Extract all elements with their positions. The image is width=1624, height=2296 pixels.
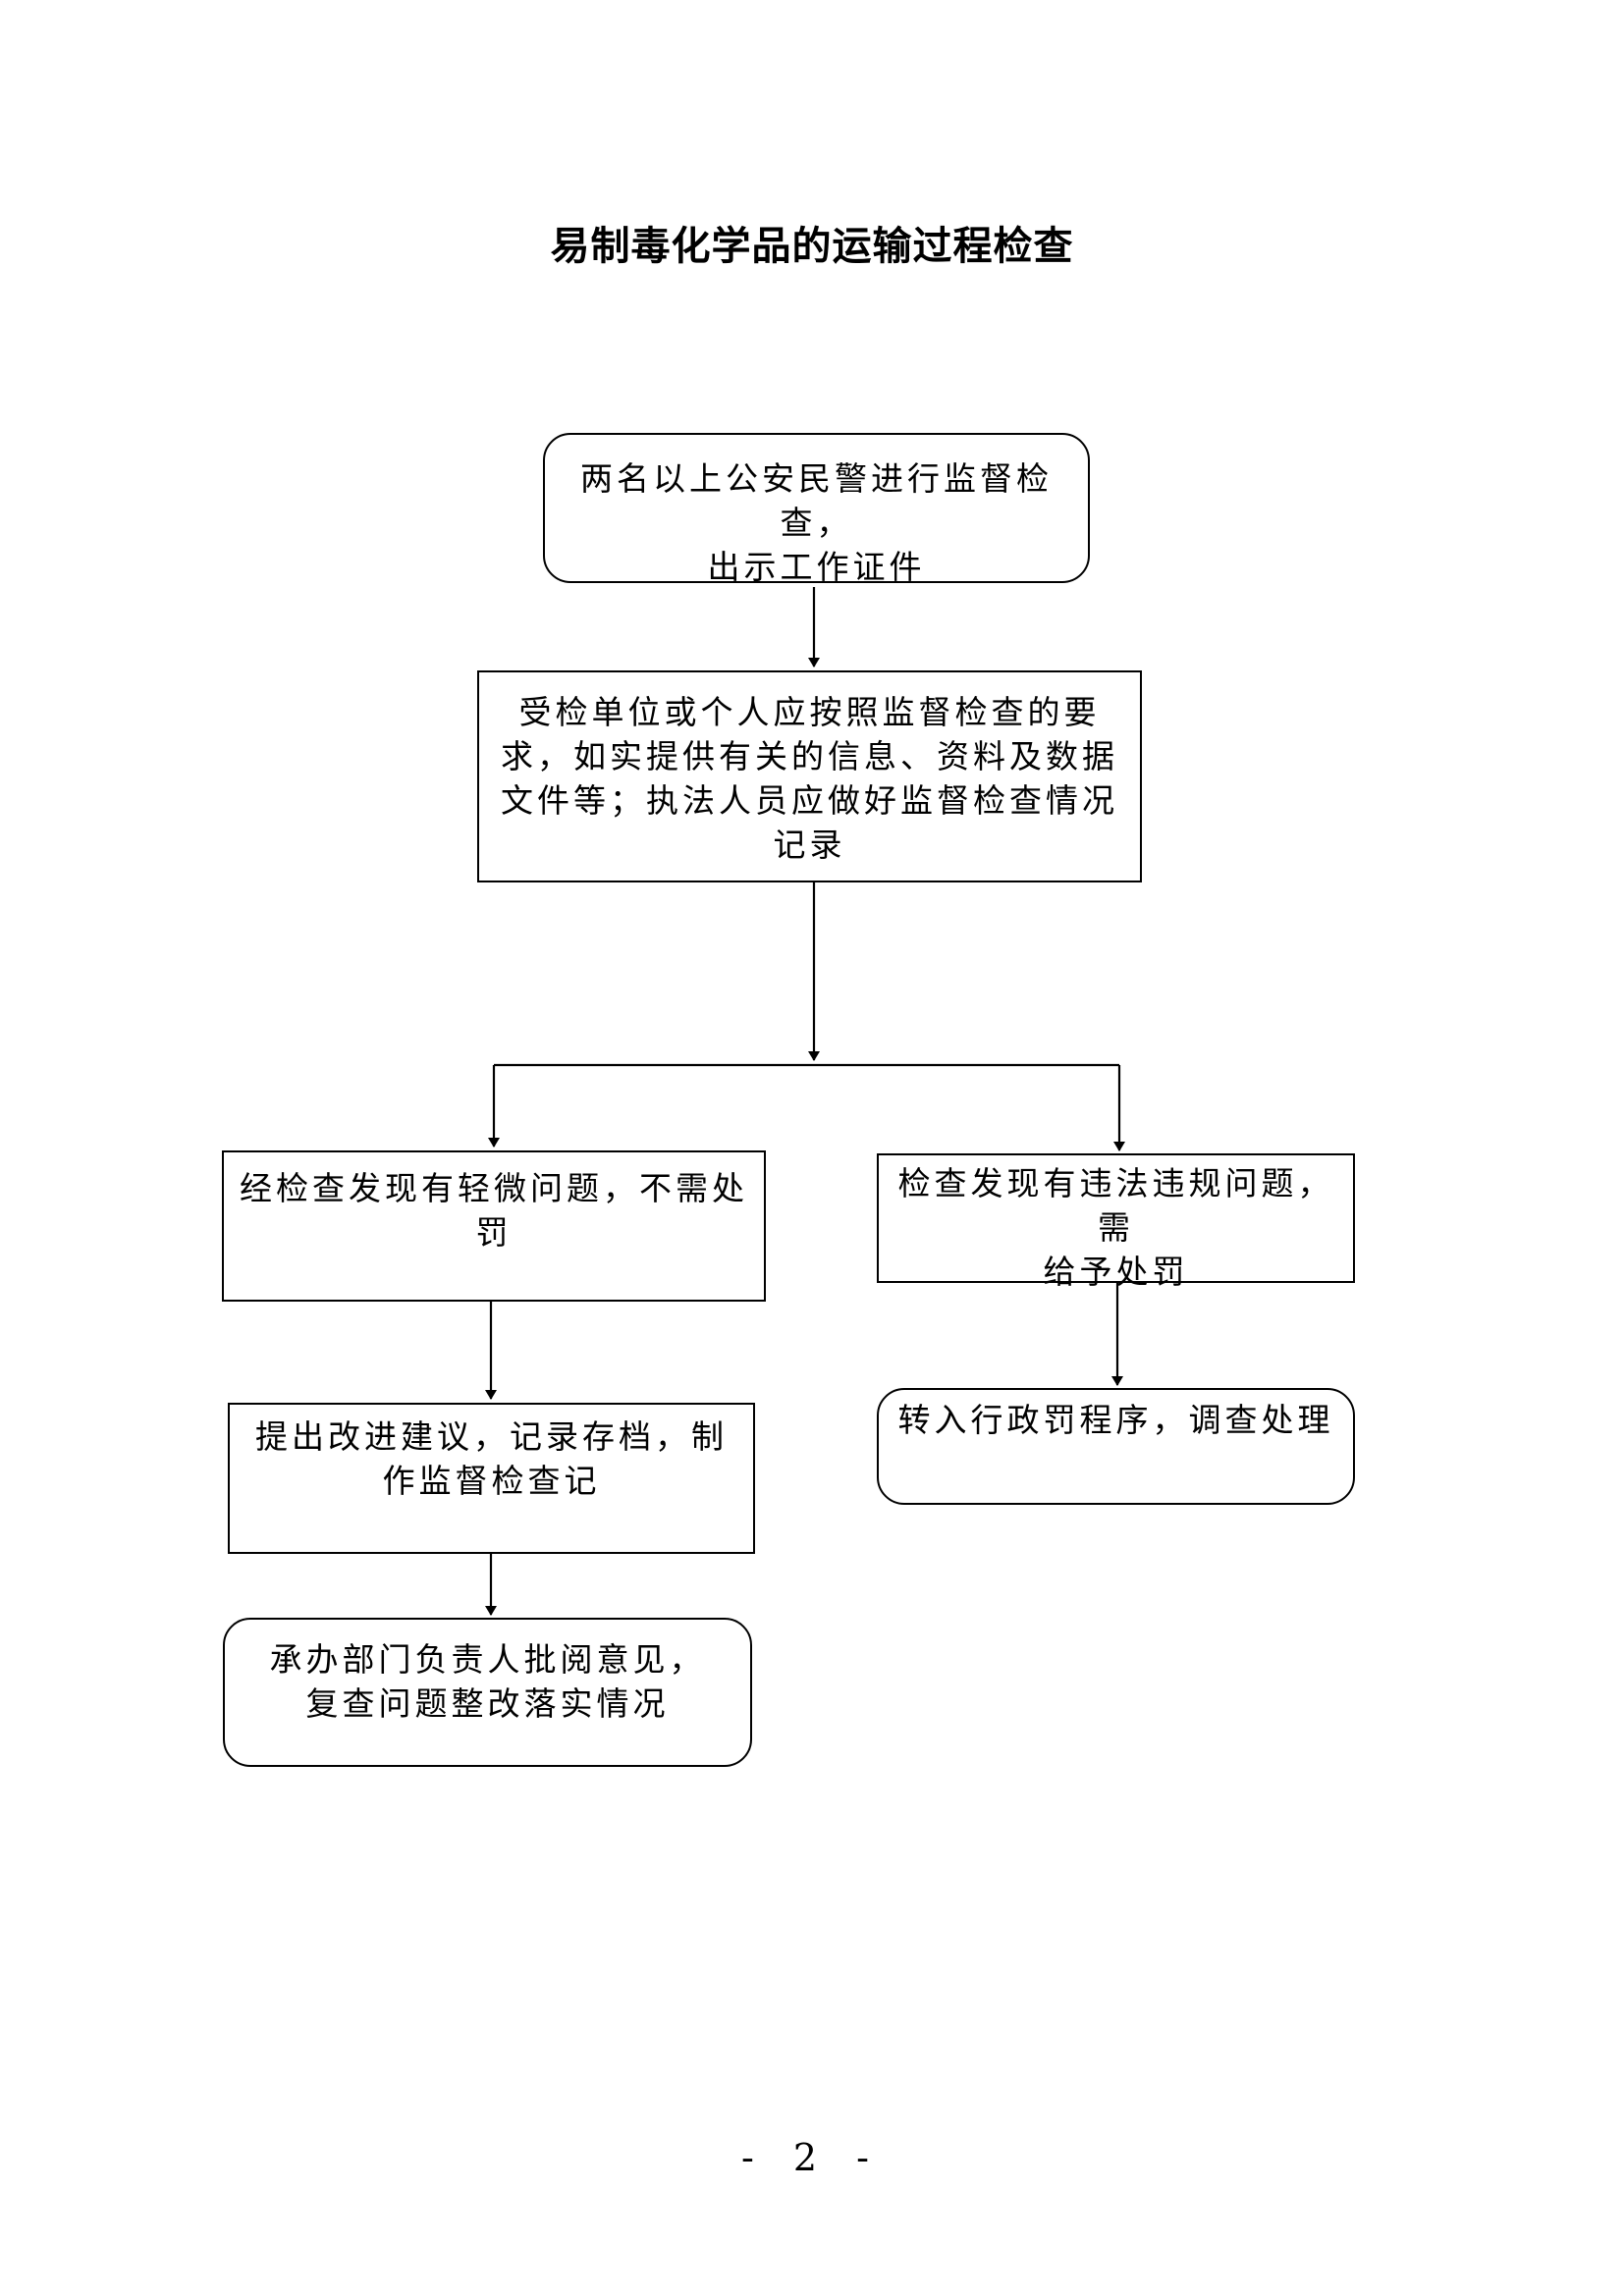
improve-node: 提出改进建议，记录存档，制作监督检查记: [228, 1403, 755, 1554]
page-number: - 2 -: [740, 2136, 883, 2179]
page-title: 易制毒化学品的运输过程检查: [550, 223, 1074, 269]
violation-node: 检查发现有违法违规问题，需 给予处罚: [877, 1153, 1355, 1291]
cooperate-node: 受检单位或个人应按照监督检查的要求，如实提供有关的信息、资料及数据文件等；执法人…: [477, 670, 1142, 882]
minor-issue-node: 经检查发现有轻微问题，不需处罚: [222, 1150, 766, 1302]
admin-penalty-node: 转入行政罚程序，调查处理: [877, 1388, 1355, 1505]
review-node: 承办部门负责人批阅意见， 复查问题整改落实情况: [223, 1618, 752, 1767]
start-node: 两名以上公安民警进行监督检查， 出示工作证件: [543, 433, 1090, 586]
